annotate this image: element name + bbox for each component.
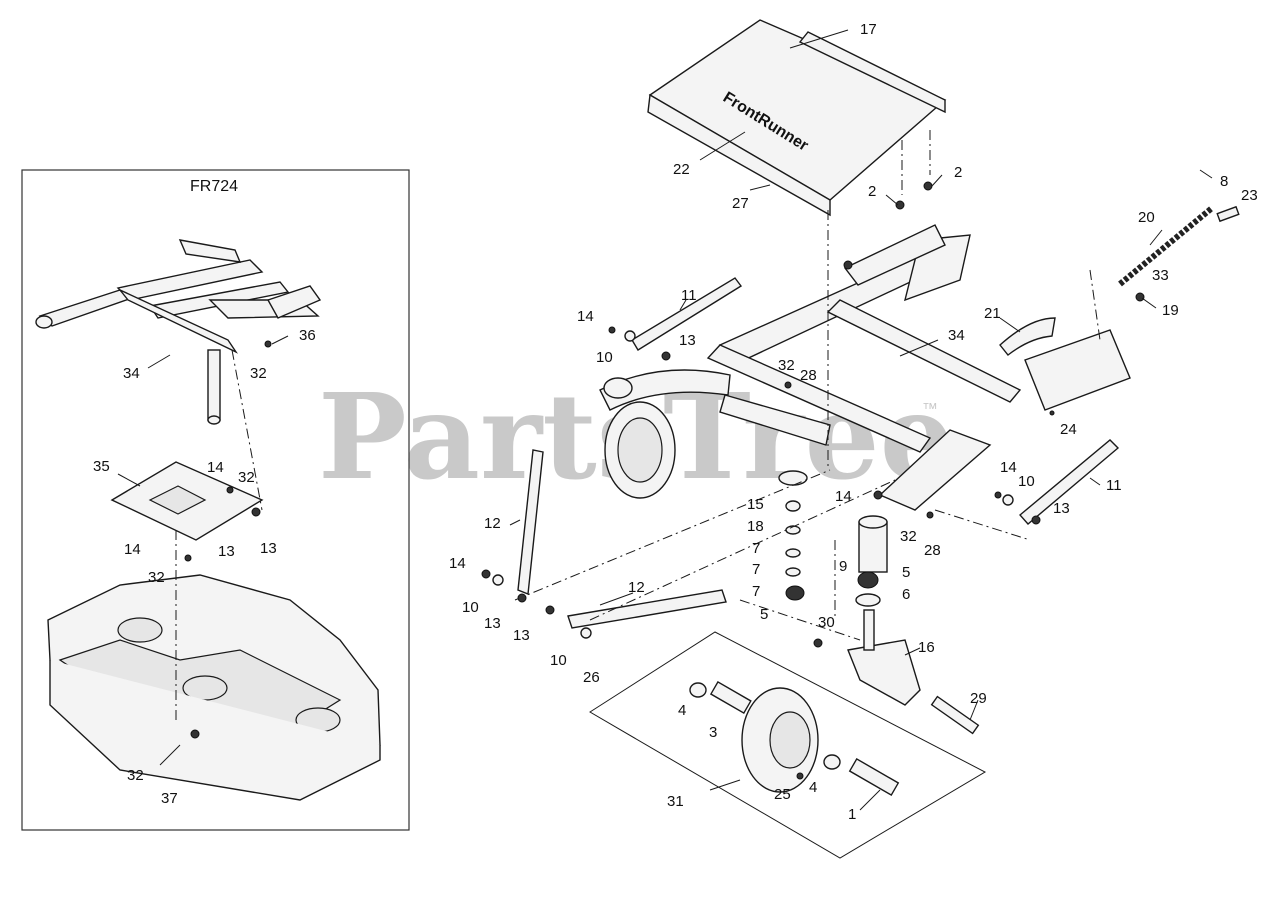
callout-15: 15	[747, 496, 764, 513]
spacer-1	[848, 757, 900, 797]
caster-fork	[847, 639, 921, 706]
link-arm-12-lower	[567, 589, 727, 629]
inset-deck	[47, 574, 381, 801]
callout-13-lower-a: 13	[484, 615, 501, 632]
callout-7-top: 7	[752, 540, 760, 557]
link-arm-11-left	[631, 277, 743, 351]
callout-4-right: 4	[809, 779, 817, 796]
callout-3: 3	[709, 724, 717, 741]
axle-bolt-29	[930, 695, 980, 735]
callout-14-center: 14	[835, 488, 852, 505]
callout-10-right: 10	[1018, 473, 1035, 490]
callout-6: 6	[902, 586, 910, 603]
callout-27: 27	[732, 195, 749, 212]
callout-11-left: 11	[681, 287, 697, 304]
inset-callout-32-top: 32	[250, 365, 267, 382]
callout-13-right: 13	[1053, 500, 1070, 517]
inset-callout-34: 34	[123, 365, 140, 382]
callout-32-lower: 32	[900, 528, 917, 545]
callout-10-bottom: 10	[550, 652, 567, 669]
callout-12-lower: 12	[628, 579, 645, 596]
callout-5-right: 5	[902, 564, 910, 581]
callout-23: 23	[1241, 187, 1258, 204]
callout-7-bottom: 7	[752, 583, 760, 600]
spacer-3	[709, 680, 752, 715]
callout-1: 1	[848, 806, 856, 823]
callout-26: 26	[583, 669, 600, 686]
inset-callout-36: 36	[299, 327, 316, 344]
wheel-box	[589, 631, 987, 859]
callout-20: 20	[1138, 209, 1155, 226]
callout-14-lower-left: 14	[449, 555, 466, 572]
inset-callout-32-lower: 32	[148, 569, 165, 586]
callout-8: 8	[1220, 173, 1228, 190]
callout-11-right: 11	[1106, 477, 1122, 494]
inset-callout-32-mid: 32	[238, 469, 255, 486]
inset-callout-13-right: 13	[260, 540, 277, 557]
inset-callout-32-bottom: 32	[127, 767, 144, 784]
callout-28-lower: 28	[924, 542, 941, 559]
callout-33: 33	[1152, 267, 1169, 284]
main-frame	[599, 224, 1131, 511]
callout-2-right: 2	[954, 164, 962, 181]
pin-23	[1216, 205, 1240, 223]
inset-callout-14-lower: 14	[124, 541, 141, 558]
callout-28-upper: 28	[800, 367, 817, 384]
foot-plate: FrontRunner	[647, 19, 947, 217]
inset-frame	[21, 169, 410, 831]
inset-title: FR724	[190, 178, 238, 195]
watermark-trademark: ™	[922, 401, 938, 418]
callout-32-upper: 32	[778, 357, 795, 374]
inset-callout-14-top: 14	[207, 459, 224, 476]
callout-24: 24	[1060, 421, 1077, 438]
callout-13-left: 13	[679, 332, 696, 349]
callout-19: 19	[1162, 302, 1179, 319]
callout-17: 17	[860, 21, 877, 38]
callout-10-lower-left: 10	[462, 599, 479, 616]
chain	[1118, 205, 1214, 287]
callout-10-left: 10	[596, 349, 613, 366]
callout-12-upper: 12	[484, 515, 501, 532]
callout-14-left: 14	[577, 308, 594, 325]
callout-18: 18	[747, 518, 764, 535]
callout-9: 9	[839, 558, 847, 575]
link-arm-11-right	[1018, 439, 1120, 525]
link-arm-12-left	[517, 449, 544, 595]
callout-31: 31	[667, 793, 684, 810]
callout-30: 30	[818, 614, 835, 631]
callout-14-right: 14	[1000, 459, 1017, 476]
callout-13-lower-b: 13	[513, 627, 530, 644]
callout-21: 21	[984, 305, 1001, 322]
callout-4-left: 4	[678, 702, 686, 719]
inset-frame-assembly	[35, 239, 322, 425]
inset-callout-37: 37	[161, 790, 178, 807]
callout-29: 29	[970, 690, 987, 707]
bracket-21	[999, 317, 1056, 356]
inset-callout-35: 35	[93, 458, 110, 475]
spindle-stack	[778, 470, 888, 607]
callout-16: 16	[918, 639, 935, 656]
callout-34: 34	[948, 327, 965, 344]
inset-callout-13-lower: 13	[218, 543, 235, 560]
left-caster-yoke	[603, 377, 633, 399]
callout-7-middle: 7	[752, 561, 760, 578]
callout-5-left: 5	[760, 606, 768, 623]
callout-2-left: 2	[868, 183, 876, 200]
callout-25: 25	[774, 786, 791, 803]
callout-22: 22	[673, 161, 690, 178]
